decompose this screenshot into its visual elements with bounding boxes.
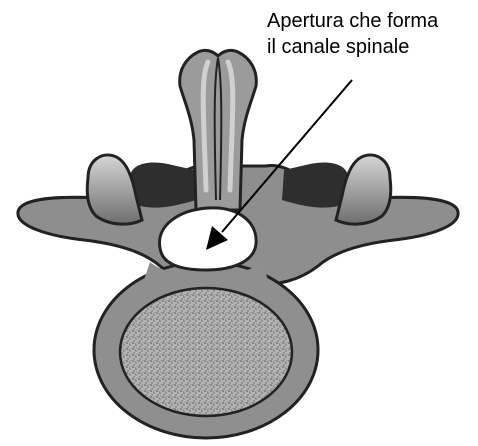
right-articular-process <box>336 155 391 224</box>
callout-label-line-2: il canale spinale <box>267 36 409 58</box>
vertebral-body-cancellous <box>120 288 292 416</box>
spinal-canal <box>160 208 257 270</box>
left-articular-process <box>87 155 142 224</box>
left-lamina-shadow <box>129 163 196 208</box>
callout-label-line-1: Apertura che forma <box>267 10 439 32</box>
right-lamina-shadow <box>282 163 349 208</box>
